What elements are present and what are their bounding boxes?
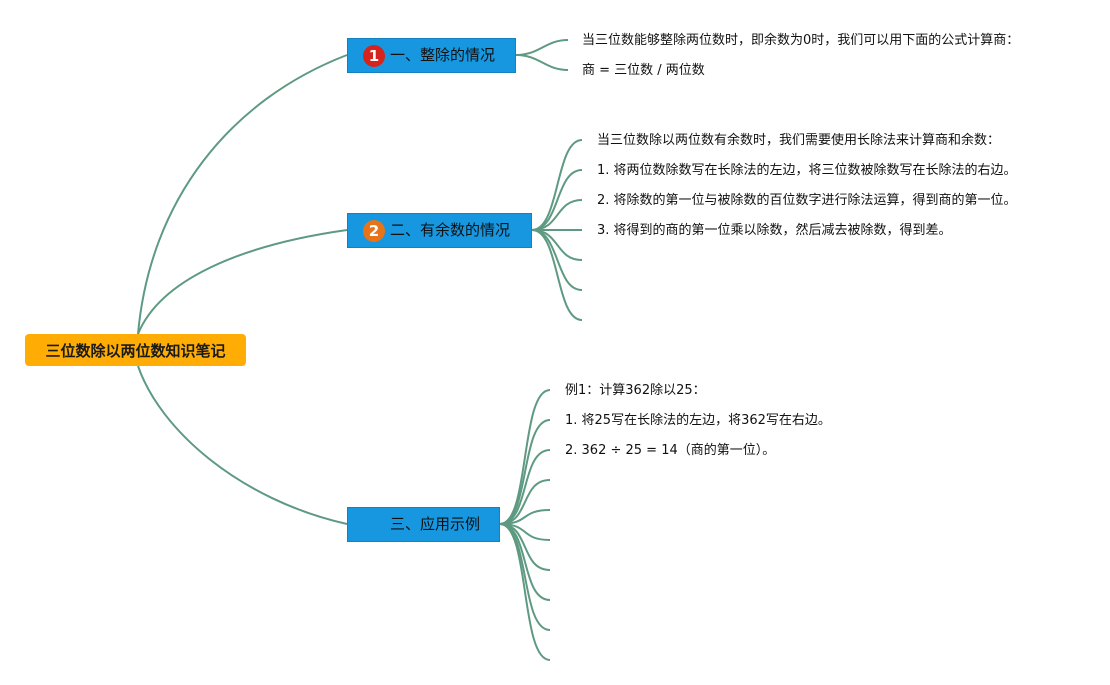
leaf-b1-1: 当三位数能够整除两位数时，即余数为0时，我们可以用下面的公式计算商： (582, 33, 1020, 48)
connector-b3-leaf-2 (499, 419, 551, 525)
leaf-b2-3: 2. 将除数的第一位与被除数的百位数字进行除法运算，得到商的第一位。 (597, 193, 1017, 208)
leaf-b3-1: 例1：计算362除以25： (565, 383, 706, 398)
leaf-b2-4: 3. 将得到的商的第一位乘以除数，然后减去被除数，得到差。 (597, 223, 952, 238)
branch-topic-2[interactable]: 2 二、有余数的情况 (347, 213, 532, 248)
branch-topic-3[interactable]: 三、应用示例 (347, 507, 500, 542)
connector-b3-leaf-1 (499, 389, 551, 525)
root-topic[interactable]: 三位数除以两位数知识笔记 (25, 334, 246, 366)
connector-b2-leaf-7 (531, 229, 583, 321)
connector-b3-leaf-10 (499, 523, 551, 661)
leaf-b3-2: 1. 将25写在长除法的左边，将362写在右边。 (565, 413, 831, 428)
connector-root-branch-1 (137, 54, 348, 335)
branch-title-2: 二、有余数的情况 (390, 221, 511, 239)
connector-b3-leaf-4 (499, 479, 551, 525)
leaf-b3-3: 2. 362 ÷ 25 = 14（商的第一位）。 (565, 443, 776, 458)
leaf-b2-2: 1. 将两位数除数写在长除法的左边，将三位数被除数写在长除法的右边。 (597, 163, 1017, 178)
connector-b2-leaf-2 (531, 169, 583, 231)
connector-b2-leaf-1 (531, 139, 583, 231)
connector-b2-leaf-3 (531, 199, 583, 231)
connector-root-branch-3 (137, 365, 348, 525)
connector-root-branch-2 (137, 229, 348, 335)
branch-title-1: 一、整除的情况 (390, 46, 496, 64)
connector-b3-leaf-3 (499, 449, 551, 525)
leaf-b2-1: 当三位数除以两位数有余数时，我们需要使用长除法来计算商和余数： (597, 133, 1001, 148)
number-badge-2: 2 (363, 220, 385, 242)
connector-b2-leaf-5 (531, 229, 583, 261)
connector-b1-leaf-2 (515, 54, 569, 71)
branch-topic-1[interactable]: 1 一、整除的情况 (347, 38, 516, 73)
connector-b1-leaf-1 (515, 39, 569, 56)
branch-title-3: 三、应用示例 (390, 515, 481, 533)
root-title: 三位数除以两位数知识笔记 (45, 341, 226, 360)
leaf-b1-2: 商 = 三位数 / 两位数 (582, 63, 705, 78)
number-badge-1: 1 (363, 45, 385, 67)
